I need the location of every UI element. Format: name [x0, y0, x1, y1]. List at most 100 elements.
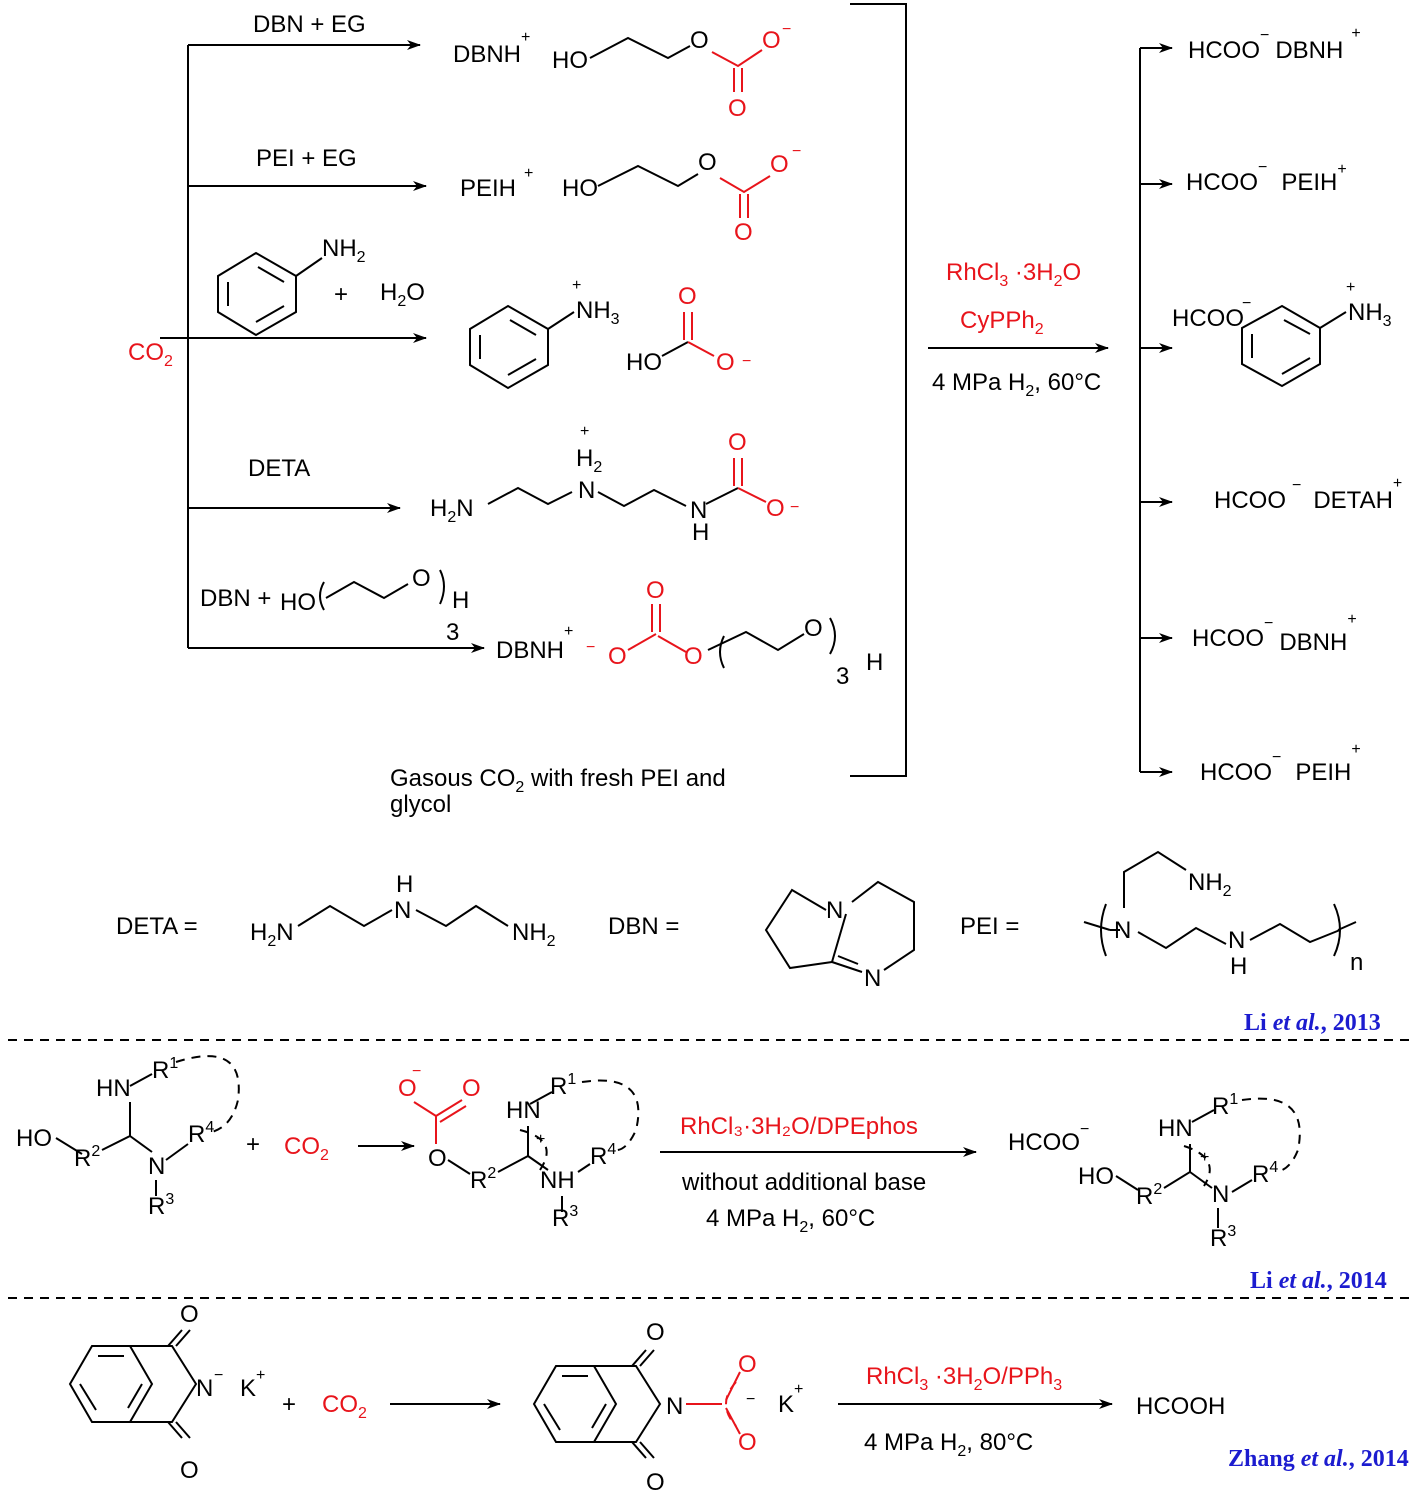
- scheme-2-condition-2: 4 MPa H2, 60°C: [706, 1205, 875, 1236]
- product-4: HCOO−DETAH+: [1214, 475, 1402, 514]
- svg-text:H: H: [452, 587, 469, 614]
- product-6: HCOO−PEIH+: [1200, 741, 1361, 786]
- svg-text:O: O: [462, 1075, 481, 1102]
- svg-text:NH: NH: [540, 1167, 575, 1194]
- product-5: HCOO−DBNH+: [1192, 611, 1357, 656]
- svg-text:R2: R2: [470, 1165, 496, 1194]
- svg-text:O: O: [678, 283, 697, 310]
- svg-text:HO: HO: [280, 589, 316, 616]
- svg-text:N: N: [666, 1393, 683, 1420]
- svg-text:HO: HO: [1078, 1163, 1114, 1190]
- scheme-3: O O N − K+ + CO2 O O N O − O K+ RhCl3 ·: [68, 1301, 1225, 1495]
- phthalimide-carboxylate: O O N O − O K+: [532, 1319, 803, 1495]
- svg-text:O: O: [412, 565, 431, 592]
- svg-text:O: O: [728, 429, 747, 456]
- svg-text:O: O: [180, 1457, 199, 1484]
- svg-text:N: N: [394, 897, 411, 924]
- dbn-label: DBN =: [608, 913, 679, 940]
- svg-text:N: N: [1212, 1181, 1229, 1208]
- svg-text:NH3: NH3: [576, 297, 620, 328]
- svg-text:O: O: [734, 219, 753, 246]
- svg-text:O: O: [804, 615, 823, 642]
- svg-text:K+: K+: [240, 1367, 265, 1402]
- svg-text:H: H: [396, 871, 413, 898]
- svg-text:R2: R2: [1136, 1181, 1162, 1210]
- scheme-1: CO2 DBN + EG DBNH+ HO O O − O PEI + EG P…: [128, 3, 1402, 818]
- route-2-label: PEI + EG: [256, 145, 357, 172]
- hydroxyethyl-carbonate-2: HO O O − O: [562, 143, 801, 246]
- svg-text:O: O: [684, 643, 703, 670]
- scheme-3-plus: +: [282, 1391, 296, 1418]
- scheme-2-catalyst: RhCl₃·3H₂O/DPEphos: [680, 1113, 918, 1140]
- hydrogenation-conditions: 4 MPa H2, 60°C: [932, 369, 1101, 400]
- scheme-2-formate: HCOO−: [1008, 1121, 1089, 1156]
- svg-text:HO: HO: [552, 47, 588, 74]
- co2-reactant: CO2: [128, 339, 173, 370]
- route-1-label: DBN + EG: [253, 11, 366, 38]
- svg-text:O: O: [738, 1351, 757, 1378]
- svg-text:−: −: [742, 353, 751, 370]
- scheme-3-conditions: 4 MPa H2, 80°C: [864, 1429, 1033, 1460]
- route-5-label: DBN + HO O H 3: [200, 565, 469, 646]
- route-3-plus: +: [334, 281, 348, 308]
- svg-text:R1: R1: [1212, 1091, 1238, 1120]
- scheme-2-plus: +: [246, 1131, 260, 1158]
- svg-text:HO: HO: [562, 175, 598, 202]
- aminal-alcohol-reactant: HO R2 HN R1 N R4 R3: [16, 1055, 240, 1220]
- dbn-structure: N N: [764, 880, 915, 992]
- svg-text:O: O: [180, 1301, 199, 1328]
- svg-text:R4: R4: [590, 1141, 616, 1170]
- svg-text:R1: R1: [550, 1071, 576, 1100]
- catalyst-line-1: RhCl3 ·3H2O: [946, 259, 1081, 290]
- svg-text:NH2: NH2: [512, 919, 556, 950]
- gaseous-note-line-2: glycol: [390, 791, 451, 818]
- structure-definitions: DETA = H2N H N NH2 DBN = N N PEI = N NH: [116, 850, 1363, 992]
- citation-zhang-2014: Zhang et al., 2014: [1228, 1446, 1409, 1472]
- svg-text:R1: R1: [152, 1055, 178, 1084]
- svg-text:N: N: [1114, 917, 1131, 944]
- route-2-cation: PEIH+: [460, 165, 533, 202]
- svg-text:R2: R2: [74, 1143, 100, 1172]
- svg-text:N: N: [826, 897, 843, 924]
- collect-bracket: [850, 3, 907, 777]
- svg-text:O: O: [690, 27, 709, 54]
- deta-structure: H2N H N NH2: [250, 871, 556, 950]
- svg-text:R4: R4: [188, 1119, 214, 1148]
- svg-text:−: −: [586, 639, 595, 656]
- route-4-label: DETA: [248, 455, 310, 482]
- svg-text:O: O: [738, 1429, 757, 1456]
- product-1: HCOO−DBNH+: [1188, 25, 1361, 64]
- svg-text:N: N: [1228, 927, 1245, 954]
- svg-text:N: N: [578, 477, 595, 504]
- svg-text:H: H: [866, 649, 883, 676]
- svg-text:−: −: [746, 1391, 755, 1408]
- scheme-3-co2: CO2: [322, 1391, 367, 1422]
- svg-text:O: O: [428, 1145, 447, 1172]
- svg-text:O: O: [646, 1319, 665, 1346]
- product-3: HCOO − + NH3: [1172, 279, 1392, 388]
- svg-text:+: +: [572, 277, 581, 294]
- svg-text:N: N: [148, 1153, 165, 1180]
- potassium-phthalimide: O O N − K+: [68, 1301, 265, 1484]
- svg-text:NH2: NH2: [322, 235, 366, 266]
- citation-li-2014: Li et al., 2014: [1250, 1268, 1387, 1294]
- svg-text:+: +: [580, 423, 589, 440]
- svg-text:R3: R3: [148, 1191, 174, 1220]
- amidinium-alcohol-product: HO R2 HN R1 + N R4 R3: [1078, 1091, 1301, 1252]
- svg-text:H: H: [692, 519, 709, 546]
- svg-text:−: −: [782, 21, 791, 38]
- scheme-3-product: HCOOH: [1136, 1393, 1225, 1420]
- catalyst-line-2: CyPPh2: [960, 307, 1044, 338]
- svg-text:HO: HO: [626, 349, 662, 376]
- triethylene-glycol-carbonate: − O O O O 3 H: [586, 577, 883, 690]
- svg-text:R3: R3: [1210, 1223, 1236, 1252]
- svg-text:O: O: [398, 1075, 417, 1102]
- carbonate-amidinium-intermediate: − O O O R2 HN R1 + NH R4 R3: [398, 1063, 640, 1232]
- svg-text:DBN +: DBN +: [200, 585, 271, 612]
- svg-text:O: O: [770, 151, 789, 178]
- scheme-2: HO R2 HN R1 N R4 R3 + CO2 − O O O: [16, 1055, 1301, 1252]
- svg-text:N: N: [864, 965, 881, 992]
- bicarbonate-anion: HO O − O: [626, 283, 751, 376]
- scheme-2-co2: CO2: [284, 1133, 329, 1164]
- svg-text:−: −: [1242, 295, 1251, 312]
